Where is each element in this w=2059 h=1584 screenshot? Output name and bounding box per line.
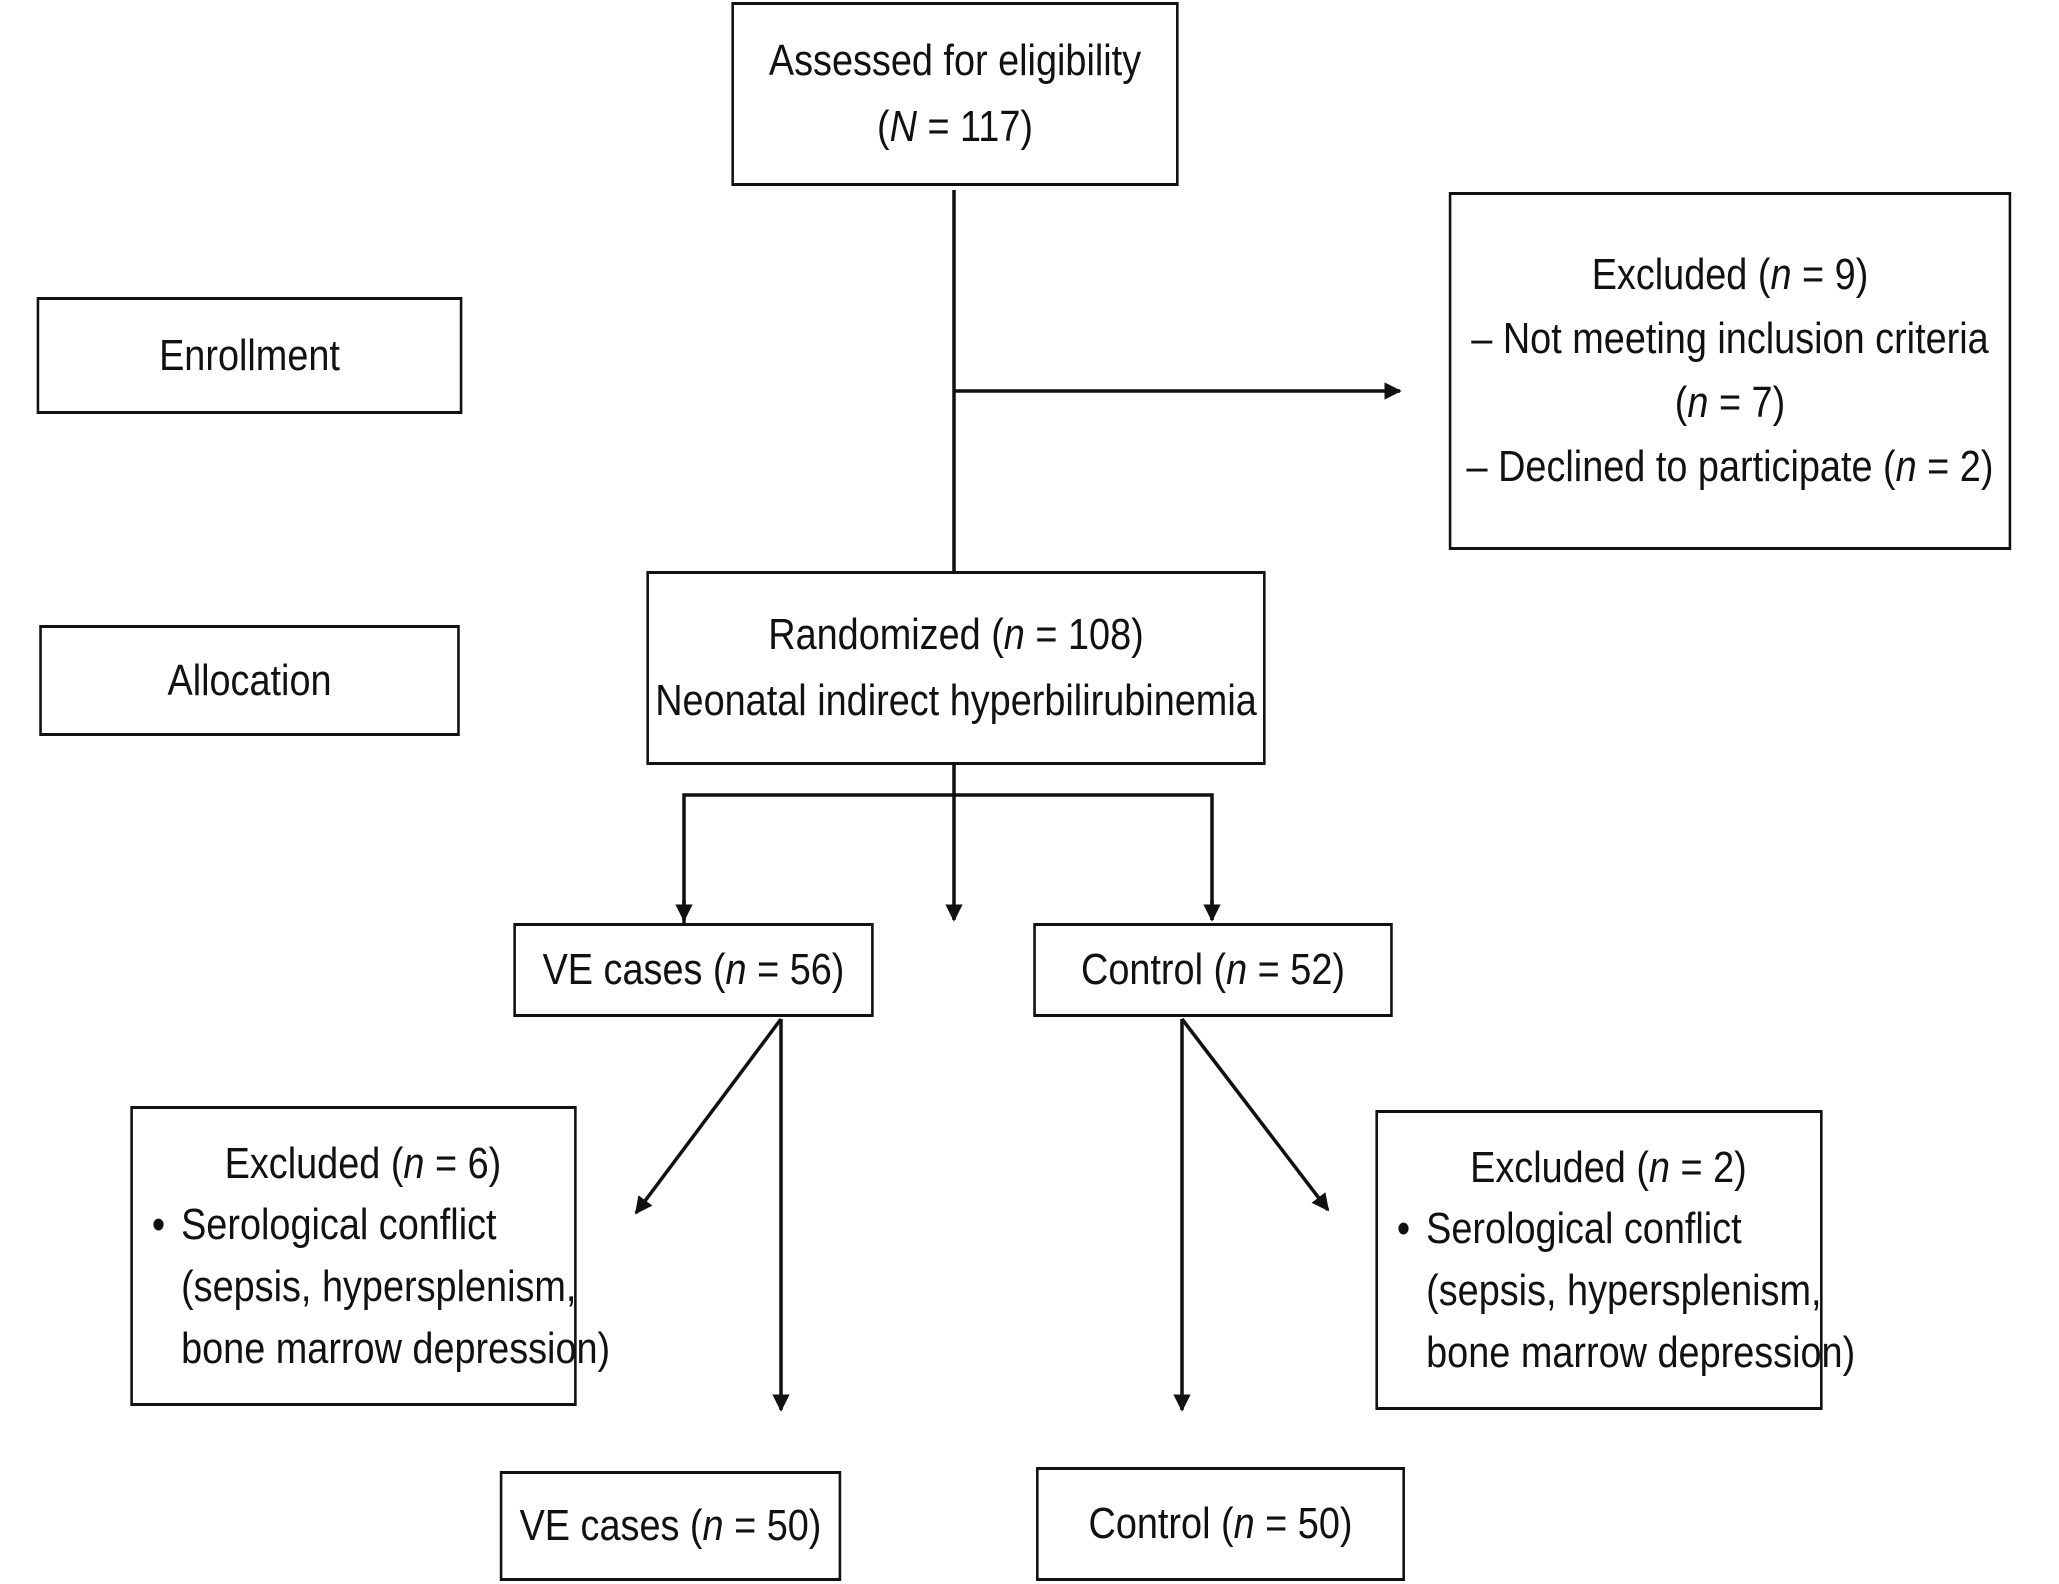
allocation-box: Allocation xyxy=(39,625,460,736)
control-final-box: Control (n = 50) xyxy=(1036,1467,1405,1581)
assessed-box: Assessed for eligibility (N = 117) xyxy=(731,2,1179,186)
ve-cases-label: VE cases (n = 56) xyxy=(542,945,845,994)
bullet-icon: • xyxy=(151,1200,166,1250)
excluded-top-item1: – Not meeting inclusion criteria xyxy=(1471,314,1989,364)
control-label: Control (n = 52) xyxy=(1081,945,1345,994)
ve-final-label: VE cases (n = 50) xyxy=(519,1501,822,1550)
enrollment-label: Enrollment xyxy=(159,330,340,380)
excluded-left-box: Excluded (n = 6) •Serological conflict (… xyxy=(130,1106,610,1406)
excluded-right-line3: bone marrow depression) xyxy=(1426,1327,1856,1377)
excluded-right-item: •Serological conflict xyxy=(1397,1198,1742,1260)
arrow-control-to-excluded-right xyxy=(1180,1017,1330,1212)
arrow-ve-to-excluded-left xyxy=(634,1017,783,1215)
excluded-right-box: Excluded (n = 2) •Serological conflict (… xyxy=(1375,1110,1855,1410)
randomized-condition: Neonatal indirect hyperbilirubinemia xyxy=(655,676,1257,725)
excluded-top-head: Excluded (n = 9) xyxy=(1591,250,1869,300)
ve-cases-box: VE cases (n = 56) xyxy=(513,923,874,1017)
control-box: Control (n = 52) xyxy=(1033,923,1393,1017)
split-bar xyxy=(682,793,1214,925)
randomized-box: Randomized (n = 108) Neonatal indirect h… xyxy=(646,571,1266,765)
assessed-count: (N = 117) xyxy=(876,102,1033,151)
allocation-label: Allocation xyxy=(167,655,332,705)
randomized-count: Randomized (n = 108) xyxy=(768,610,1144,659)
excluded-top-item1-count: (n = 7) xyxy=(1674,378,1786,427)
bullet-icon: • xyxy=(1396,1204,1411,1254)
excluded-left-item: •Serological conflict xyxy=(152,1194,497,1256)
excluded-top-item2: – Declined to participate (n = 2) xyxy=(1466,441,1994,491)
ve-final-box: VE cases (n = 50) xyxy=(499,1471,842,1581)
enrollment-box: Enrollment xyxy=(36,297,463,414)
excluded-right-line2: (sepsis, hypersplenism, xyxy=(1426,1266,1822,1315)
excluded-left-line3: bone marrow depression) xyxy=(181,1323,611,1373)
excluded-right-head: Excluded (n = 2) xyxy=(1470,1142,1747,1192)
excluded-left-head: Excluded (n = 6) xyxy=(224,1138,502,1188)
excluded-left-line2: (sepsis, hypersplenism, xyxy=(181,1262,577,1311)
assessed-title: Assessed for eligibility xyxy=(768,36,1142,85)
control-final-label: Control (n = 50) xyxy=(1088,1499,1353,1548)
excluded-top-box: Excluded (n = 9) – Not meeting inclusion… xyxy=(1448,192,2012,550)
